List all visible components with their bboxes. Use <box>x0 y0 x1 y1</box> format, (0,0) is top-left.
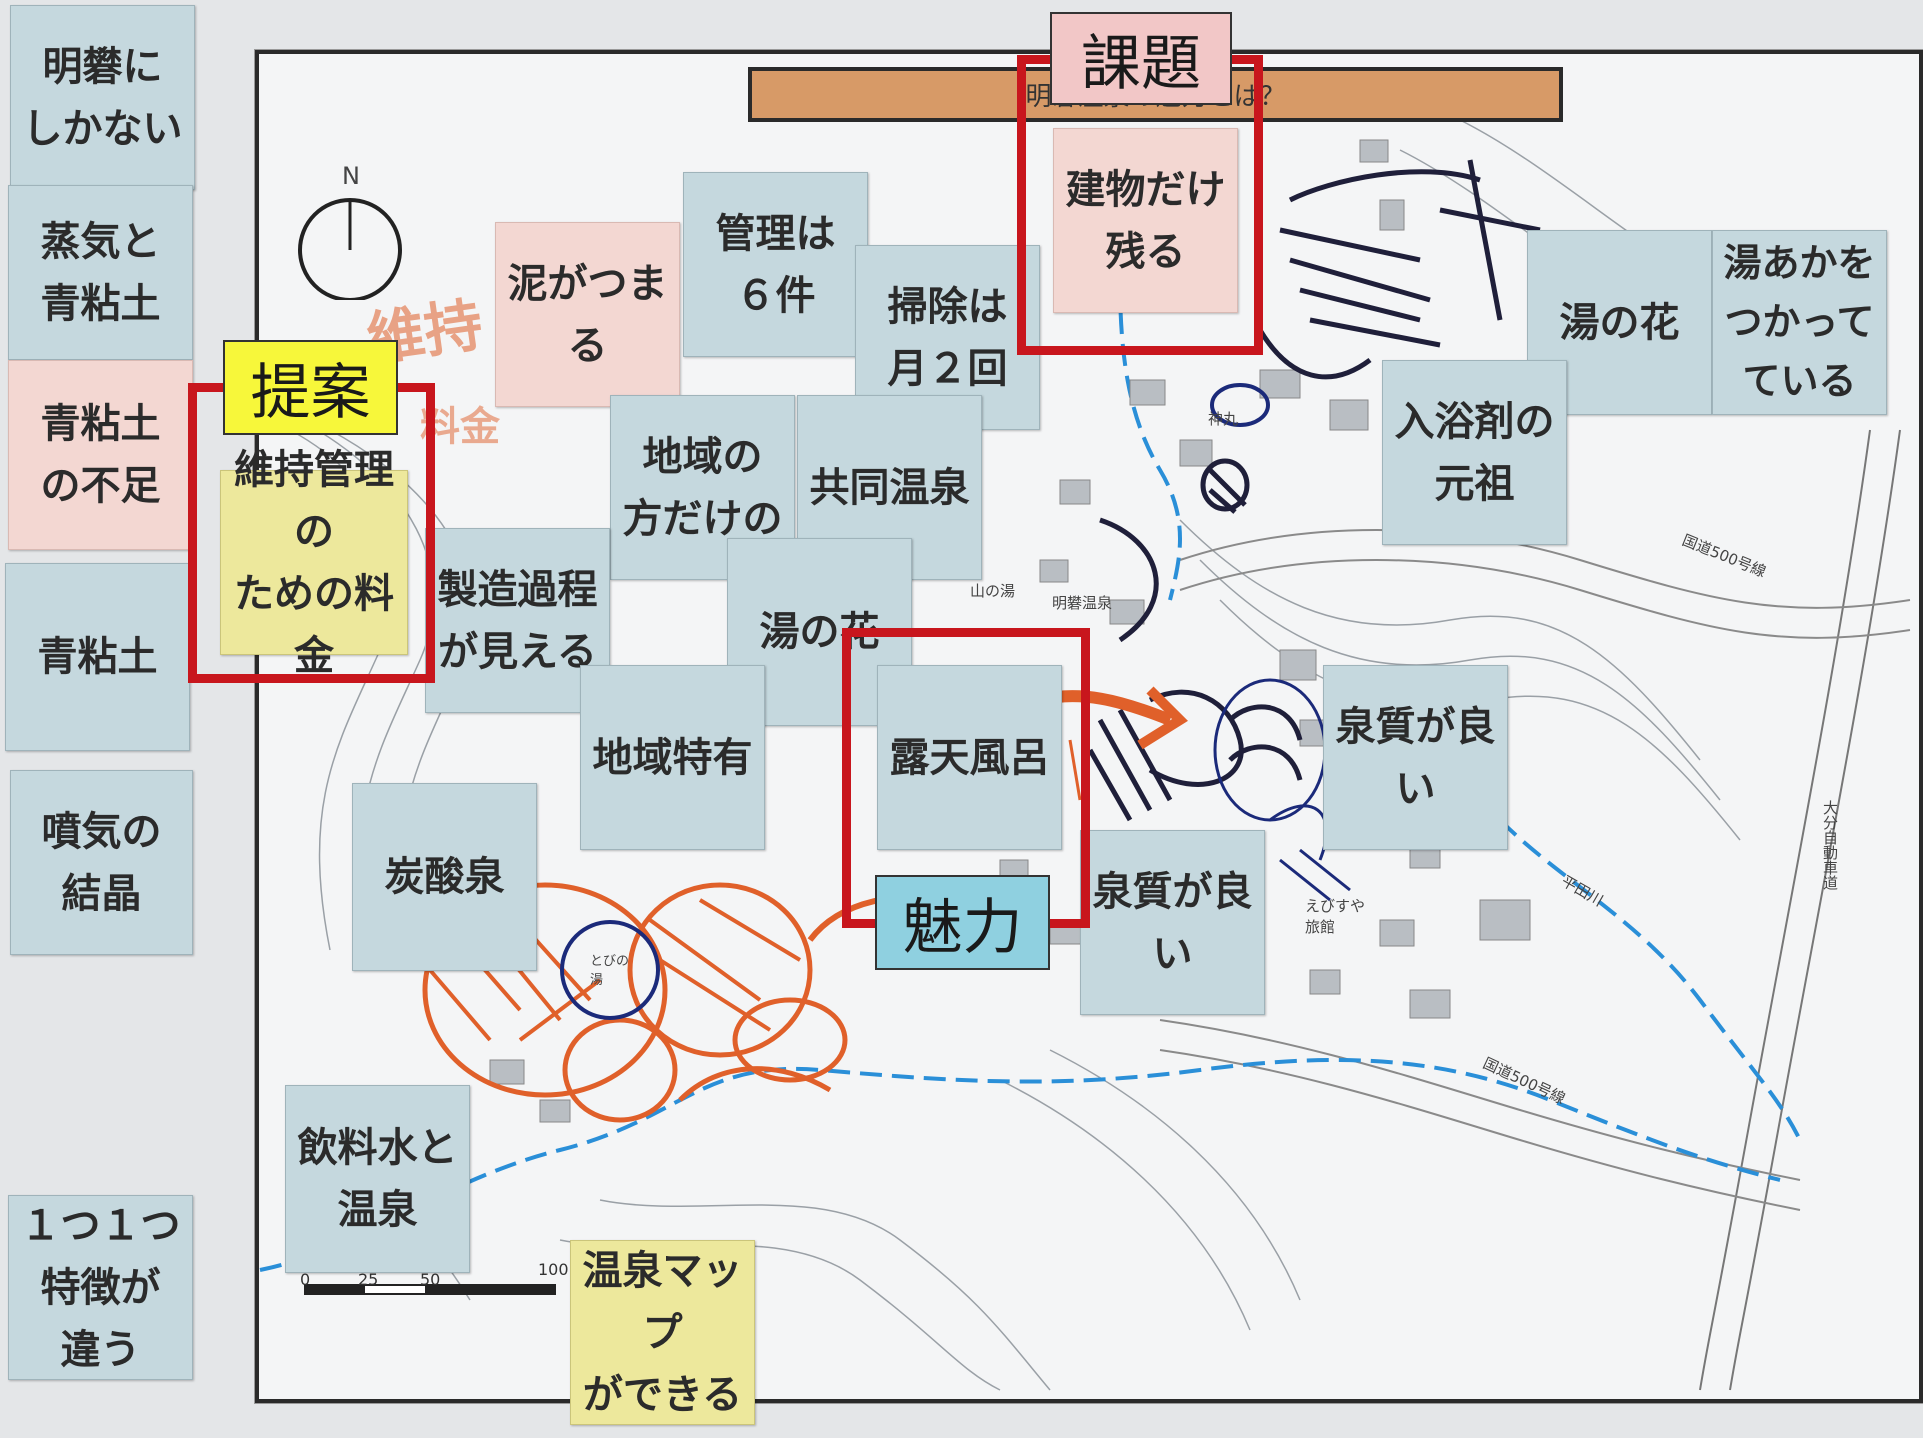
scale-tick-100: 100 <box>538 1260 569 1279</box>
north-arrow-icon <box>295 190 405 302</box>
sticky-note: 噴気の 結晶 <box>10 770 193 955</box>
sticky-note: 湯あかを つかって ている <box>1712 230 1887 415</box>
issue-tag: 課題 <box>1050 12 1232 105</box>
map-label-myoban: 明礬温泉 <box>1052 594 1113 612</box>
sticky-note: 湯の花 <box>1527 230 1712 415</box>
sticky-note: 泥がつまる <box>495 222 680 407</box>
map-label-kamiyu: 神丸 <box>1208 410 1239 428</box>
sticky-note: 入浴剤の 元祖 <box>1382 360 1567 545</box>
sticky-note: １つ１つ 特徴が 違う <box>8 1195 193 1380</box>
scale-tick-25: 25 <box>358 1270 379 1289</box>
sticky-note: 地域特有 <box>580 665 765 850</box>
sticky-note: 青粘土 の不足 <box>8 360 193 550</box>
sticky-note: 明礬に しかない <box>10 5 195 190</box>
sticky-note: 建物だけ 残る <box>1053 128 1238 313</box>
map-label-tobi-no-yu: とびの湯 <box>590 954 630 988</box>
sticky-note: 炭酸泉 <box>352 783 537 971</box>
map-label-yama-no-yu: 山の湯 <box>970 582 1016 600</box>
scale-tick-50: 50 <box>420 1270 441 1289</box>
attraction-tag: 魅力 <box>875 875 1050 970</box>
map-label-ebisuya: えびすや旅館 <box>1305 897 1366 936</box>
sticky-note-proposal: 温泉マップ ができる <box>570 1240 755 1425</box>
sticky-note: 地域の 方だけの <box>610 395 795 580</box>
sticky-note: 露天風呂 <box>877 665 1062 850</box>
sticky-note: 泉質が良い <box>1080 830 1265 1015</box>
compass-label: N <box>342 162 360 190</box>
sticky-note: 泉質が良い <box>1323 665 1508 850</box>
sticky-note: 飲料水と 温泉 <box>285 1085 470 1273</box>
sticky-note: 製造過程 が見える <box>425 528 610 713</box>
proposal-tag: 提案 <box>223 340 398 435</box>
sticky-note: 管理は ６件 <box>683 172 868 357</box>
sticky-note: 青粘土 <box>5 563 190 751</box>
sticky-note: 蒸気と 青粘土 <box>8 185 193 360</box>
map-label-expressway: 大分自動車道 <box>1821 800 1839 890</box>
sticky-note-proposal: 維持管理の ための料金 <box>220 447 408 679</box>
scale-tick-0: 0 <box>300 1270 311 1289</box>
